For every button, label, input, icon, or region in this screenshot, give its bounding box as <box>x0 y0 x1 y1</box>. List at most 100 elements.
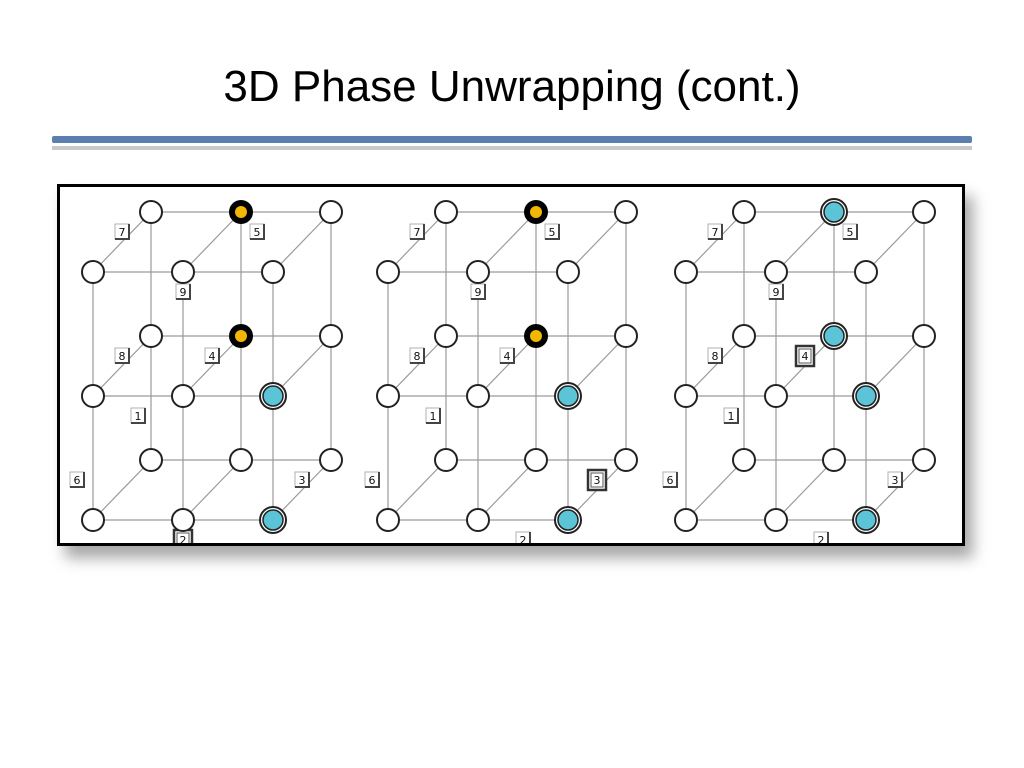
node-empty <box>732 200 756 224</box>
edge-label: 8 <box>707 347 723 364</box>
node-yellow <box>524 200 548 224</box>
node-core <box>557 385 579 407</box>
edge-label-shadow <box>545 224 560 240</box>
node-empty <box>376 508 400 532</box>
node-empty <box>674 508 698 532</box>
node-empty <box>614 324 638 348</box>
node-empty <box>139 200 163 224</box>
lattice-edges <box>92 211 332 521</box>
lattice-edge <box>92 211 152 273</box>
edge-label-boxed: 4 <box>794 344 816 368</box>
edge-label-text: 5 <box>847 226 854 239</box>
edge-label-shadow <box>708 348 723 364</box>
node-empty <box>229 448 253 472</box>
node-core <box>823 201 845 223</box>
lattice-edge <box>685 211 745 273</box>
edge-label-shadow <box>663 472 678 488</box>
edge-label-shadow <box>70 472 85 488</box>
node-empty <box>466 384 490 408</box>
edge-label-text: 2 <box>180 534 187 543</box>
edge-label-shadow <box>115 348 130 364</box>
node-empty <box>171 384 195 408</box>
lattice-edges <box>387 211 627 521</box>
edge-label: 5 <box>249 223 265 240</box>
edge-label-shadow <box>471 284 486 300</box>
node-core <box>262 385 284 407</box>
node-core <box>823 325 845 347</box>
edge-label-shadow <box>724 408 739 424</box>
edge-label-inner-box <box>176 532 190 543</box>
lattice-edge <box>685 459 745 521</box>
node-empty <box>434 448 458 472</box>
edge-label-shadow <box>131 408 146 424</box>
edge-label-text: 5 <box>254 226 261 239</box>
edge-label-inner-box <box>590 472 604 488</box>
node-yellow <box>229 324 253 348</box>
edge-label: 6 <box>69 471 85 488</box>
title-rule-blue <box>52 136 972 143</box>
node-empty <box>764 260 788 284</box>
edge-label-text: 2 <box>520 534 527 543</box>
lattice-edge <box>182 335 242 397</box>
edge-label-shadow <box>827 532 829 543</box>
edge-label: 1 <box>130 407 146 424</box>
edge-label: 3 <box>887 471 903 488</box>
node-core <box>530 330 542 342</box>
lattice-edge <box>272 211 332 273</box>
edge-label-text: 6 <box>74 474 81 487</box>
lattice-edge <box>92 459 152 521</box>
edge-label-text: 6 <box>667 474 674 487</box>
node-cyan <box>259 382 287 410</box>
node-empty <box>171 260 195 284</box>
edge-label-text: 9 <box>180 286 187 299</box>
edge-label-text: 7 <box>414 226 421 239</box>
node-empty <box>434 324 458 348</box>
edge-label-shadow <box>410 348 425 364</box>
lattice-edge <box>387 335 447 397</box>
node-empty <box>434 200 458 224</box>
edge-label: 1 <box>425 407 441 424</box>
edge-label-inner-box <box>798 348 812 364</box>
edge-label-shadow <box>295 472 310 488</box>
node-empty <box>81 384 105 408</box>
title-rule <box>52 136 972 156</box>
node-core <box>557 509 579 531</box>
edge-label: 9 <box>470 283 486 300</box>
lattice-edge <box>685 335 745 397</box>
edge-label-shadow <box>250 224 265 240</box>
edge-label: 9 <box>768 283 784 300</box>
edge-label-shadow <box>769 284 784 300</box>
node-empty <box>81 508 105 532</box>
node-empty <box>81 260 105 284</box>
edge-label: 9 <box>175 283 191 300</box>
edge-label-shadow <box>205 348 220 364</box>
edge-label-text: 8 <box>414 350 421 363</box>
node-empty <box>171 508 195 532</box>
edge-label: 2 <box>813 531 829 543</box>
edge-label: 1 <box>723 407 739 424</box>
edge-label: 7 <box>114 223 130 240</box>
node-empty <box>319 448 343 472</box>
slide-title: 3D Phase Unwrapping (cont.) <box>223 62 801 111</box>
node-empty <box>261 260 285 284</box>
lattice-edge <box>92 335 152 397</box>
edge-label: 5 <box>544 223 560 240</box>
node-empty <box>854 260 878 284</box>
edge-label-shadow <box>843 224 858 240</box>
node-empty <box>524 448 548 472</box>
edge-label-boxed: 3 <box>586 468 608 492</box>
lattice-edge <box>775 459 835 521</box>
edge-label-text: 1 <box>728 410 735 423</box>
node-empty <box>732 448 756 472</box>
lattice-edge <box>477 211 537 273</box>
node-empty <box>466 260 490 284</box>
edge-label-text: 8 <box>712 350 719 363</box>
lattice-edge <box>477 459 537 521</box>
node-empty <box>764 384 788 408</box>
edge-label: 4 <box>499 347 515 364</box>
node-core <box>262 509 284 531</box>
edge-label-text: 1 <box>135 410 142 423</box>
